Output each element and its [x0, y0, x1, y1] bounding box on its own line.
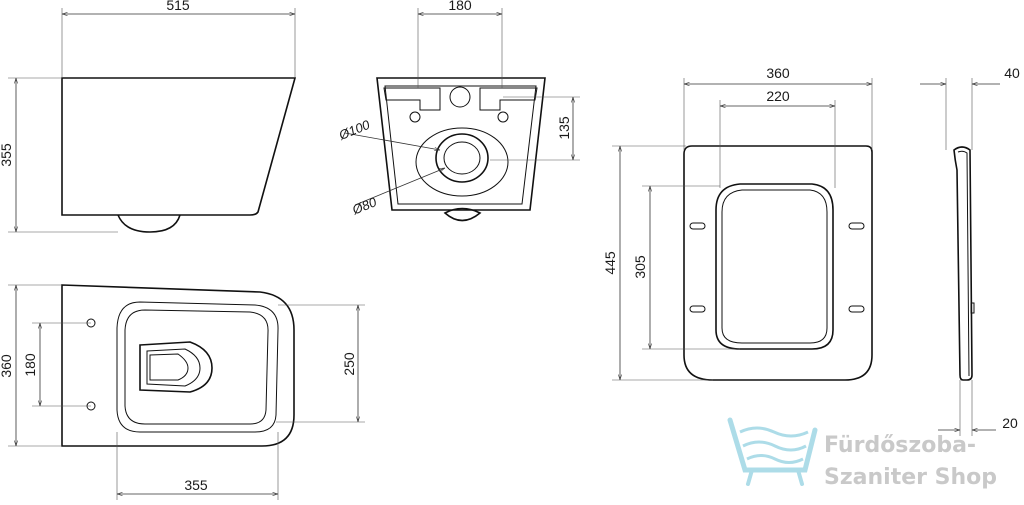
- dim-rear-height: 135: [556, 116, 572, 140]
- watermark-line2: Szaniter Shop: [824, 465, 997, 490]
- dim-top-height: 360: [0, 354, 14, 378]
- dim-seat-length: 445: [602, 251, 618, 275]
- seat-view: 360 220 445 305: [602, 65, 873, 381]
- side-view: 515 355: [0, 0, 297, 233]
- dim-seat-inner-width: 220: [766, 88, 790, 104]
- dim-top-bowl-width: 250: [341, 352, 357, 376]
- dim-outlet-d80: Ø80: [349, 194, 379, 218]
- seat-profile: 40 20: [920, 65, 1020, 436]
- rear-view: 180 135 Ø100 Ø80: [336, 0, 580, 222]
- bathtub-icon: [727, 417, 818, 486]
- watermark-logo: Fürdőszoba- Szaniter Shop: [727, 417, 997, 490]
- dim-outlet-d100: Ø100: [336, 117, 373, 143]
- dim-side-width: 515: [166, 0, 190, 13]
- dim-rear-spacing: 180: [448, 0, 472, 13]
- dim-top-length: 355: [184, 477, 208, 493]
- dim-seat-width: 360: [766, 65, 790, 81]
- dim-top-bolt-spacing: 180: [22, 353, 38, 377]
- watermark-line1: Fürdőszoba-: [824, 433, 976, 458]
- top-view: 360 180 250 355: [0, 284, 365, 500]
- dim-seat-inner-length: 305: [632, 255, 648, 279]
- dim-seat-thickness: 40: [1004, 65, 1020, 81]
- dim-seat-edge: 20: [1002, 415, 1018, 431]
- dim-side-height: 355: [0, 143, 14, 167]
